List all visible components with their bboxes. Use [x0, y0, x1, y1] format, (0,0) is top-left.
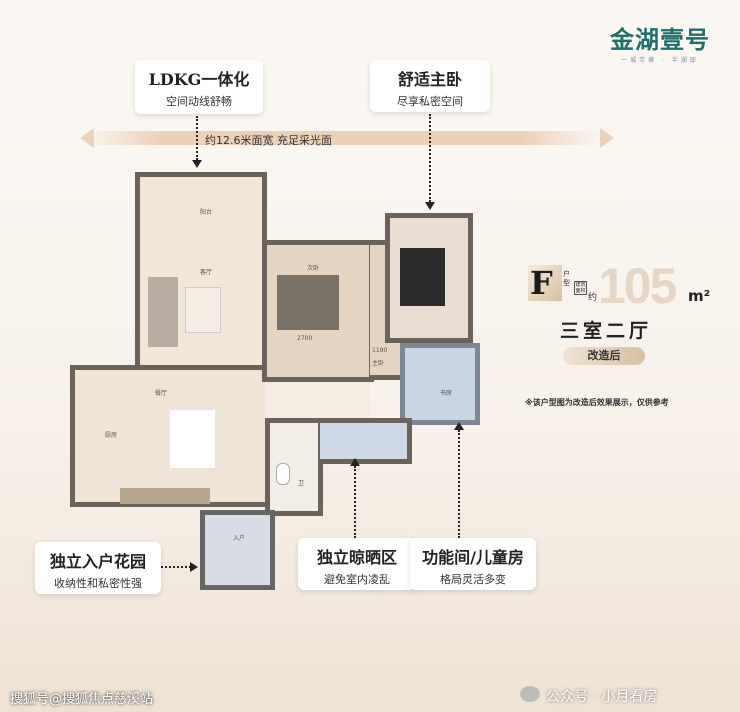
study-label: 书房: [440, 390, 453, 397]
callout-master: 舒适主卧尽享私密空间: [370, 60, 490, 112]
wechat-icon: [520, 686, 540, 702]
arrow-down-icon: [192, 160, 202, 168]
pointer-line: [196, 116, 198, 160]
study-room: 书房: [400, 343, 480, 425]
width-arrow-band: [85, 131, 600, 145]
footer-watermark-left: 搜狐号@搜狐焦点慈溪站: [10, 692, 154, 707]
drying-area: [320, 418, 412, 464]
width-note: 约12.6米面宽 充足采光面: [205, 134, 332, 147]
arrow-up-icon: [454, 422, 464, 430]
entry-label: 入户: [233, 535, 246, 542]
arrow-down-icon: [425, 202, 435, 210]
living-label: 客厅: [200, 269, 213, 276]
dimension-label: 2700: [297, 335, 313, 342]
balcony-label: 阳台: [200, 209, 213, 216]
arrow-right-icon: [190, 562, 198, 572]
status-badge: 改造后: [563, 347, 645, 365]
unit-type-label: 户型: [563, 270, 570, 287]
living-room: 阳台客厅: [135, 172, 267, 372]
pointer-line: [354, 466, 356, 538]
dining-label: 餐厅: [155, 390, 168, 397]
brand-logo: 金湖壹号一城芳華 · 半湖邸: [610, 25, 710, 64]
kitchen-label: 厨房: [105, 432, 118, 439]
area-unit: m²: [688, 287, 711, 305]
unit-letter: F: [528, 265, 562, 301]
toilet: [276, 463, 290, 485]
dining-table: [170, 410, 215, 468]
corridor: [265, 382, 370, 418]
coffee-table: [185, 287, 221, 333]
sofa: [148, 277, 178, 347]
approx-label: 约: [588, 293, 598, 303]
entry-garden: 入户: [200, 510, 275, 590]
callout-function-room: 功能间/儿童房格局灵活多变: [410, 538, 536, 590]
pointer-line: [458, 430, 460, 538]
bed: [277, 275, 339, 330]
disclaimer: ※该户型图为改造后效果展示，仅供参考: [525, 398, 669, 407]
callout-ldkg: LDKG一体化空间动线舒畅: [135, 60, 263, 114]
master-label: 主卧: [372, 360, 385, 367]
callout-drying: 独立晾晒区避免室内凌乱: [298, 538, 416, 590]
arrow-left-icon: [80, 128, 94, 148]
counter: [120, 488, 210, 504]
unit-area: 105: [598, 258, 677, 314]
bed2-label: 次卧: [307, 265, 320, 272]
bathroom: 卫: [265, 418, 323, 516]
second-bedroom: 次卧 2700: [262, 240, 374, 382]
footer-watermark-right: 公众号 · 小月看房: [546, 689, 658, 705]
unit-layout: 三室二厅: [560, 320, 653, 342]
bath-label: 卫: [298, 480, 305, 487]
dimension-label: 1190: [372, 347, 388, 354]
dining-kitchen: 餐厅厨房: [70, 365, 270, 507]
arrow-up-icon: [350, 458, 360, 466]
master-bedroom: [385, 213, 473, 343]
area-label: 建筑面积: [574, 281, 587, 295]
pointer-line: [429, 114, 431, 202]
pointer-line: [161, 566, 191, 568]
callout-garden: 独立入户花园收纳性和私密性强: [35, 542, 161, 594]
master-bed: [400, 248, 445, 306]
arrow-right-icon: [600, 128, 614, 148]
